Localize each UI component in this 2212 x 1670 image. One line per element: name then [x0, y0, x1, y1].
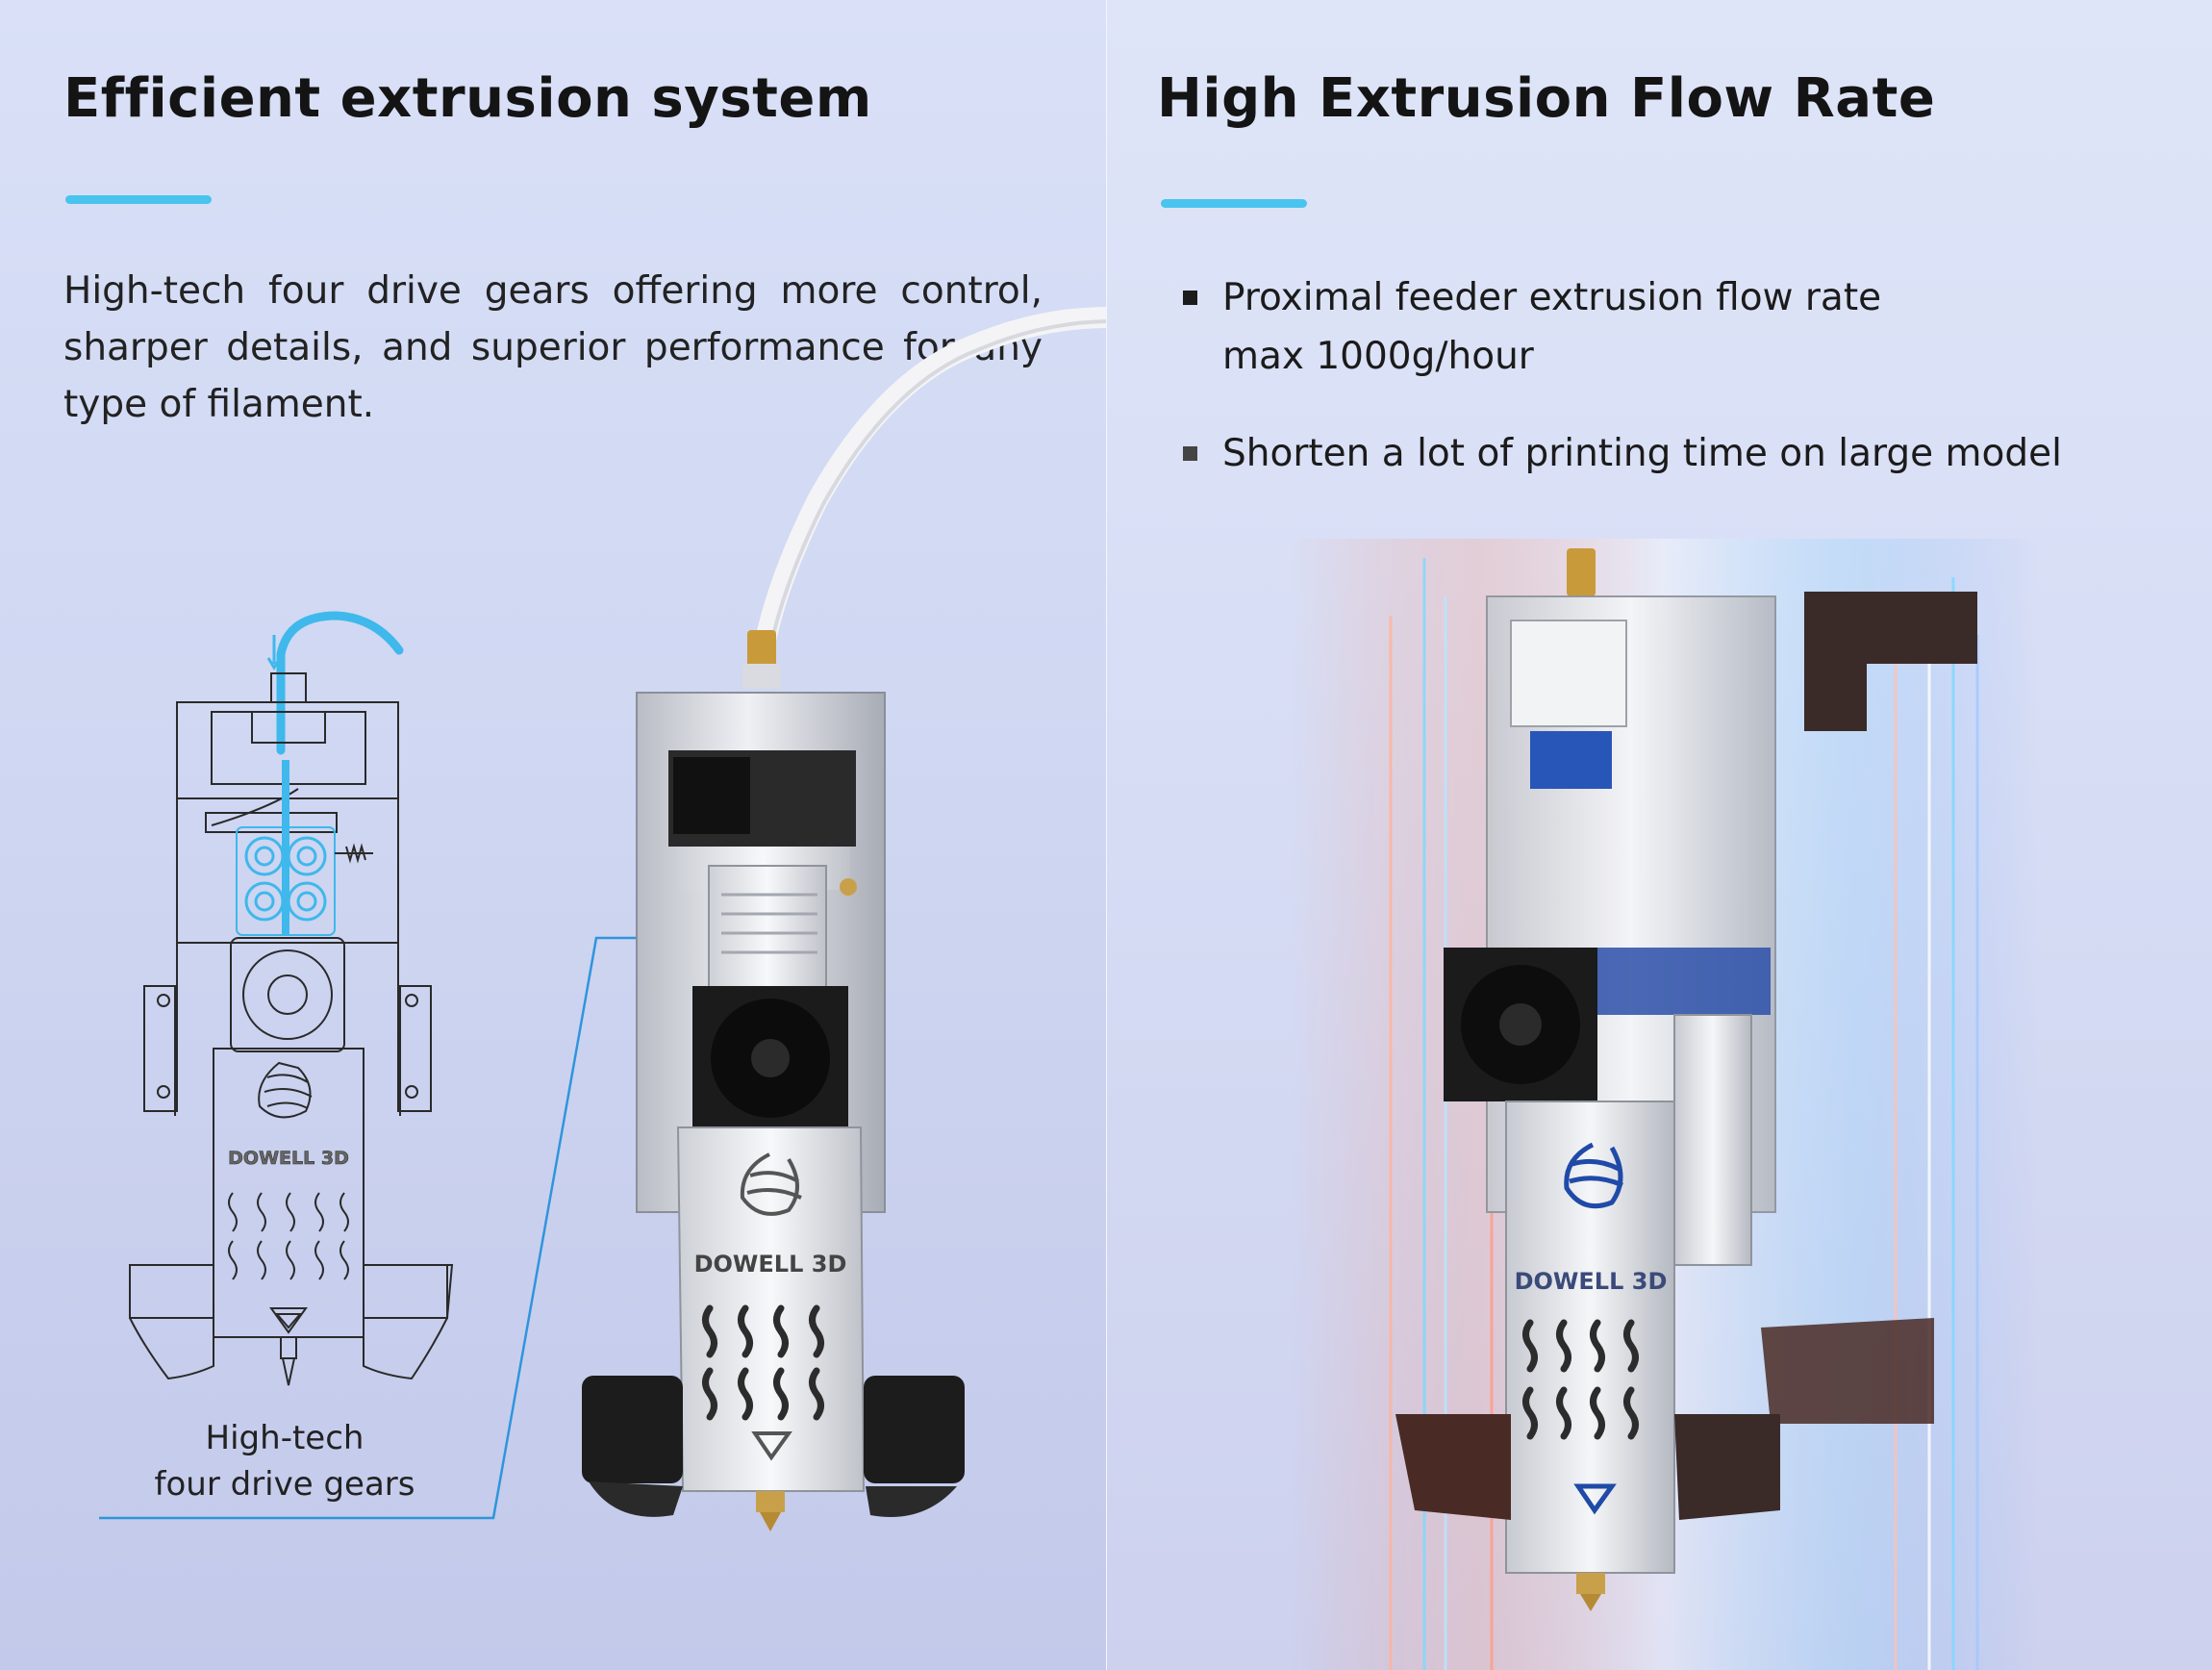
diagram-caption: High-tech four drive gears	[140, 1415, 429, 1507]
feature-bullet-1: Proximal feeder extrusion flow rate max …	[1183, 268, 1881, 386]
caption-line-2: four drive gears	[154, 1465, 415, 1504]
accent-line	[1161, 199, 1307, 208]
accent-line	[65, 195, 212, 204]
diagram-brand-text: DOWELL 3D	[228, 1148, 349, 1169]
caption-line-1: High-tech	[205, 1419, 364, 1457]
panel-description: High-tech four drive gears offering more…	[63, 269, 1043, 426]
panel-title: High Extrusion Flow Rate	[1157, 67, 1936, 130]
panel-title: Efficient extrusion system	[63, 67, 872, 130]
product-brand-text: DOWELL 3D	[1515, 1268, 1668, 1295]
high-flow-product-render: DOWELL 3D	[1290, 539, 2040, 1670]
bullet-line-1: Proximal feeder extrusion flow rate	[1222, 276, 1882, 319]
bullet-line-1: Shorten a lot of printing time on large …	[1222, 432, 2062, 475]
bullet-icon	[1183, 446, 1197, 461]
feature-bullet-2: Shorten a lot of printing time on large …	[1183, 424, 2062, 483]
bullet-line-2: max 1000g/hour	[1222, 335, 1534, 378]
panel-efficient-extrusion: Efficient extrusion system High-tech fou…	[0, 0, 1107, 1670]
panel-flow-rate: High Extrusion Flow Rate Proximal feeder…	[1107, 0, 2212, 1670]
bullet-icon	[1183, 291, 1197, 305]
extruder-product-render: DOWELL 3D	[582, 307, 1107, 1531]
product-brand-text: DOWELL 3D	[694, 1251, 847, 1278]
